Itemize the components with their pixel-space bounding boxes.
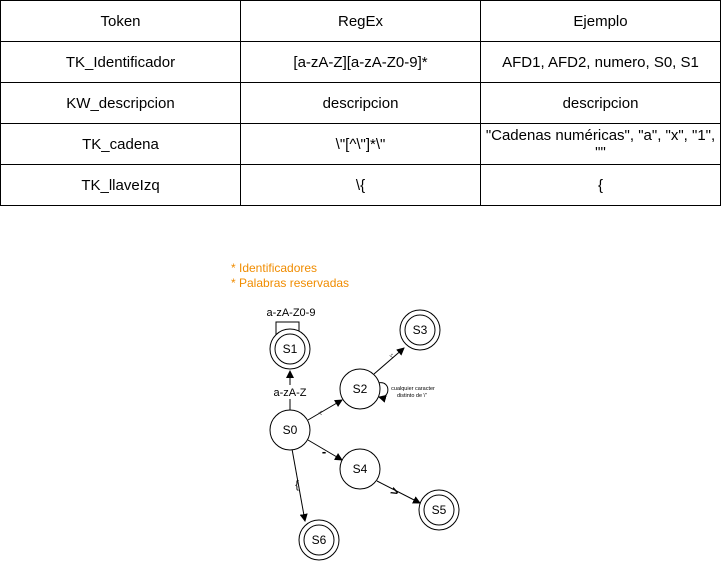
table-header-row: Token RegEx Ejemplo: [0, 0, 721, 42]
column-header-regex: RegEx: [240, 0, 481, 42]
table-cell: descripcion: [240, 82, 481, 124]
table-cell: KW_descripcion: [0, 82, 241, 124]
edge-s4-s5: >: [376, 480, 421, 504]
table-row: TK_cadena \"[^\"]*\" "Cadenas numéricas"…: [0, 123, 721, 165]
edge-label: distinto de \": [397, 393, 427, 399]
state-label: S1: [283, 342, 298, 356]
state-s0: S0: [269, 409, 311, 451]
edge-s0-s2: \": [307, 399, 343, 421]
note-identificadores: * Identificadores: [231, 261, 317, 275]
state-label: S4: [353, 462, 368, 476]
table-cell: TK_cadena: [0, 123, 241, 165]
edge-label: >: [388, 483, 402, 500]
state-label: S0: [283, 423, 298, 437]
table-cell: [a-zA-Z][a-zA-Z0-9]*: [240, 41, 481, 83]
state-s2: S2: [339, 368, 381, 410]
state-s4: S4: [339, 448, 381, 490]
edge-label: a-zA-Z0-9: [267, 307, 316, 319]
table-cell: TK_Identificador: [0, 41, 241, 83]
table-row: TK_Identificador [a-zA-Z][a-zA-Z0-9]* AF…: [0, 41, 721, 83]
table-row: TK_llaveIzq \{ {: [0, 164, 721, 206]
edge-s0-s1: a-zA-Z: [270, 370, 310, 411]
table-cell: TK_llaveIzq: [0, 164, 241, 206]
edge-s0-s4: -: [307, 439, 343, 461]
table-cell: {: [480, 164, 721, 206]
token-table: Token RegEx Ejemplo TK_Identificador [a-…: [0, 0, 721, 206]
edge-label: \": [318, 410, 324, 417]
column-header-token: Token: [0, 0, 241, 42]
table-row: KW_descripcion descripcion descripcion: [0, 82, 721, 124]
state-s6-accepting: S6: [298, 519, 340, 561]
edge-label: a-zA-Z: [274, 387, 307, 399]
table-cell: "Cadenas numéricas", "a", "x", "1", "": [480, 123, 721, 165]
edge-label: cualquier caracter: [391, 386, 435, 392]
table-cell: \"[^\"]*\": [240, 123, 481, 165]
table-cell: AFD1, AFD2, numero, S0, S1: [480, 41, 721, 83]
state-label: S3: [413, 323, 428, 337]
edge-s1-loop: a-zA-Z0-9: [267, 307, 316, 346]
state-s5-accepting: S5: [418, 489, 460, 531]
edge-label: \": [389, 353, 396, 360]
state-s3-accepting: S3: [399, 309, 441, 351]
state-label: S2: [353, 382, 368, 396]
edge-s2-s3: \": [373, 347, 405, 375]
edge-s0-s6: {: [291, 448, 308, 522]
state-label: S6: [312, 533, 327, 547]
edge-label: {: [295, 479, 299, 491]
edge-label: -: [322, 444, 326, 459]
note-palabras-reservadas: * Palabras reservadas: [231, 276, 349, 290]
state-s1-accepting: S1: [269, 328, 311, 370]
table-cell: \{: [240, 164, 481, 206]
state-label: S5: [432, 503, 447, 517]
edge-s2-loop: cualquier caracter distinto de \": [377, 382, 435, 403]
table-cell: descripcion: [480, 82, 721, 124]
